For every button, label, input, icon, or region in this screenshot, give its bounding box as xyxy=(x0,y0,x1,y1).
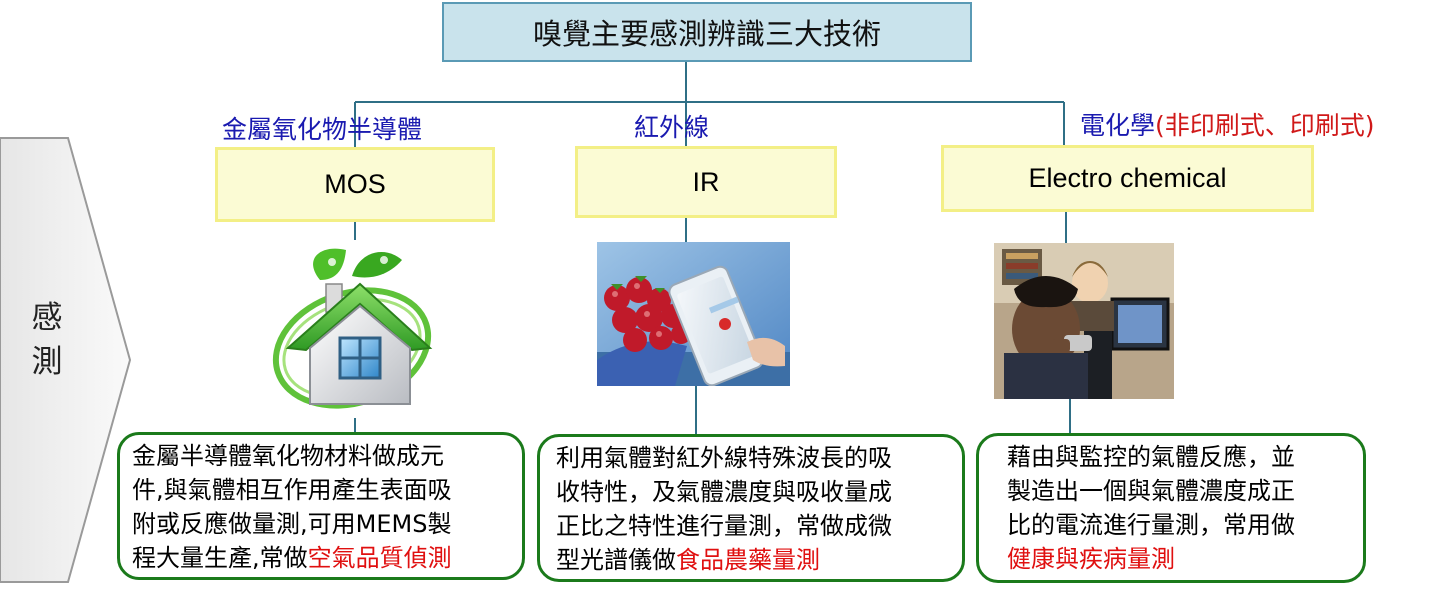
desc-line: 型光譜儀做 xyxy=(556,546,676,574)
desc-line: 程大量生產,常做 xyxy=(132,544,308,572)
desc-box-mos: 金屬半導體氧化物材料做成元 件,與氣體相互作用產生表面吸 附或反應做量測,可用M… xyxy=(117,432,525,580)
desc-line: 附或反應做量測,可用MEMS製 xyxy=(132,510,452,538)
category-label-ec: 電化學(非印刷式、印刷式) xyxy=(1080,106,1375,142)
side-label: 感 測 xyxy=(22,296,72,384)
desc-highlight: 食品農藥量測 xyxy=(676,546,820,574)
desc-line: 件,與氣體相互作用產生表面吸 xyxy=(132,476,452,504)
side-chevron-arrow xyxy=(0,137,132,583)
desc-highlight: 健康與疾病量測 xyxy=(1007,545,1175,573)
diagram-title: 嗅覺主要感測辨識三大技術 xyxy=(442,2,972,62)
tech-box-ir: IR xyxy=(575,146,837,218)
category-label-ec-extra: (非印刷式、印刷式) xyxy=(1155,111,1375,140)
category-label-ir: 紅外線 xyxy=(634,113,710,142)
gas-lab-photo xyxy=(994,243,1174,399)
desc-highlight: 空氣品質偵測 xyxy=(307,544,452,572)
side-label-char-1: 感 xyxy=(31,300,63,336)
desc-box-ir: 利用氣體對紅外線特殊波長的吸 收特性，及氣體濃度與吸收量成 正比之特性進行量測，… xyxy=(537,434,965,582)
desc-line: 製造出一個與氣體濃度成正 xyxy=(1007,477,1295,505)
green-house-icon xyxy=(272,248,433,409)
desc-box-ec: 藉由與監控的氣體反應，並 製造出一個與氣體濃度成正 比的電流進行量測，常用做 健… xyxy=(976,433,1366,583)
desc-line: 藉由與監控的氣體反應，並 xyxy=(1007,443,1295,471)
category-label-mos: 金屬氧化物半導體 xyxy=(222,115,423,144)
desc-line: 收特性，及氣體濃度與吸收量成 xyxy=(556,478,892,506)
desc-line-last: 型光譜儀做食品農藥量測 xyxy=(556,543,950,577)
desc-line: 利用氣體對紅外線特殊波長的吸 xyxy=(556,444,892,472)
category-label-ec-main: 電化學 xyxy=(1080,111,1156,140)
desc-line: 金屬半導體氧化物材料做成元 xyxy=(132,442,444,470)
side-label-char-2: 測 xyxy=(31,344,63,380)
tech-box-ec: Electro chemical xyxy=(941,145,1314,212)
strawberry-phone-photo xyxy=(597,242,790,386)
desc-line-last: 程大量生產,常做空氣品質偵測 xyxy=(132,541,510,575)
tech-box-mos: MOS xyxy=(215,147,495,222)
desc-line: 比的電流進行量測，常用做 xyxy=(1007,511,1295,539)
desc-line: 正比之特性進行量測，常做成微 xyxy=(556,512,892,540)
